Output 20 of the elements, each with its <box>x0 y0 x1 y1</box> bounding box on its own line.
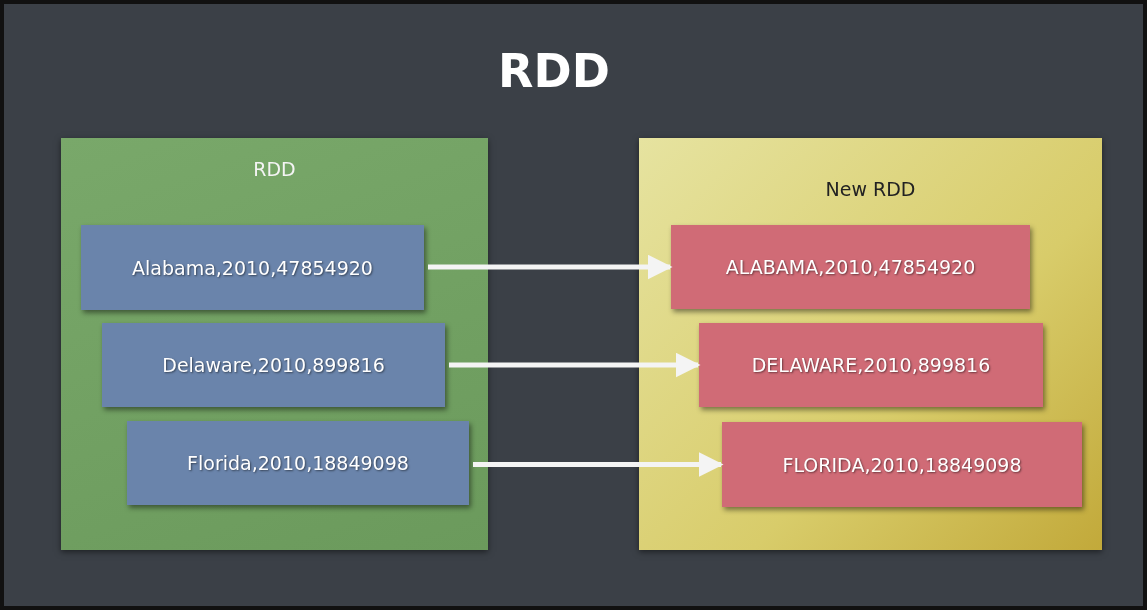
record-box <box>671 225 1030 309</box>
record-box <box>102 323 445 407</box>
panel-heading: RDD <box>252 158 297 180</box>
record-text: DELAWARE,2010,899816 <box>751 354 991 376</box>
panel-heading: New RDD <box>824 178 917 200</box>
record-text: Florida,2010,18849098 <box>187 452 409 474</box>
record-box <box>699 323 1043 407</box>
record-box <box>722 422 1082 507</box>
record-box <box>127 421 469 505</box>
record-text: Delaware,2010,899816 <box>162 354 385 376</box>
arrow <box>428 254 673 280</box>
title: RDD <box>497 44 611 98</box>
arrow <box>449 352 701 378</box>
new-rdd-panel <box>639 138 1102 550</box>
record-box <box>81 225 424 310</box>
record-text: FLORIDA,2010,18849098 <box>782 453 1022 476</box>
rdd-panel <box>61 138 488 550</box>
record-text: ALABAMA,2010,47854920 <box>725 256 976 278</box>
arrow <box>473 452 724 477</box>
record-text: Alabama,2010,47854920 <box>132 256 373 279</box>
